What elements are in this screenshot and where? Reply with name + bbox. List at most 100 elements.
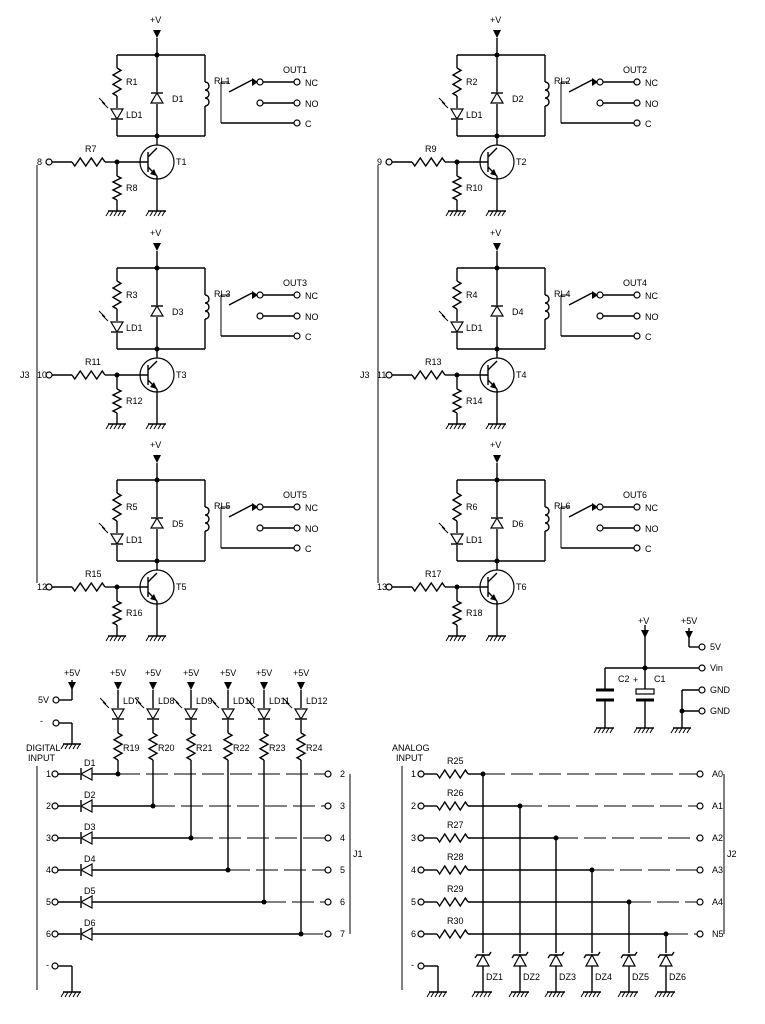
transistor-label: T6 [516,582,527,592]
wire [117,635,122,642]
ground-symbol [60,738,81,750]
wire [678,727,683,734]
zener-bar [511,951,529,959]
transistor-collector [147,147,158,158]
wire [457,635,462,642]
connector-pin [696,898,704,906]
contact-label-nc: NC [305,503,318,513]
ground-symbol [105,205,126,217]
connector-pin [324,770,332,778]
indicator-led [293,708,309,721]
analog-input-section: ANALOGINPUT1R25A02R26A13R27A24R28A35R29A… [392,743,737,998]
wire [487,991,492,998]
wire [485,423,490,430]
output-label: OUT4 [623,278,647,288]
wire [524,991,529,998]
connector-pin [596,78,604,86]
connector-pin [596,503,604,511]
digital-output-pin-label: 6 [340,897,345,907]
indicator-led [220,708,236,721]
supply-arrow [153,243,161,251]
relay-contact-arm [568,79,593,93]
zener-body [658,953,674,967]
input-pin-label: 10 [37,370,47,380]
indicator-led-label: LD8 [158,696,175,706]
connector-pin [633,332,641,340]
wire [516,991,521,998]
supply-label: +5V [293,668,309,678]
connector-pin [596,99,604,107]
connector-pin [51,834,59,842]
connector-pin [696,834,704,842]
diode-body [79,862,93,878]
led-resistor-label: R1 [126,77,138,87]
digital-5v-label: 5V [38,695,49,705]
ground-symbol [426,986,447,998]
wire [426,991,431,998]
wire [157,423,162,430]
connector-pin [52,696,60,704]
supply-arrow [114,682,122,690]
flyback-diode [489,91,505,104]
relay-coil [204,81,210,107]
supply-label: +5V [145,668,161,678]
base-resistor-label: R17 [425,569,442,579]
zener-bar [474,951,492,959]
wire [449,210,454,217]
digital-output-pin-label: 7 [340,929,345,939]
connector-pin [256,78,264,86]
digital-title: DIGITAL [26,743,60,753]
power-pin-gnd-1: GND [710,685,731,695]
base-resistor [71,369,106,381]
relay-coil [544,506,550,532]
emitter-arrow [490,594,497,601]
connector-pin [633,312,641,320]
transistor-label: T5 [176,582,187,592]
power-pin-5v: 5V [710,642,721,652]
output-label: OUT6 [623,490,647,500]
transistor-collector [487,360,498,371]
wire [475,991,480,998]
ground-symbol [508,986,529,998]
wire [633,727,638,734]
diode-body [149,516,165,529]
analog-input-pin-label: 3 [411,833,416,843]
diode-body [110,708,126,721]
emitter-arrow [150,169,157,176]
wire [76,743,81,750]
wire [637,727,642,734]
connector-pin [293,99,301,107]
supply-arrow [224,682,232,690]
led-label: LD1 [466,323,483,333]
diode-body [449,533,465,546]
zener-bar [657,951,675,959]
zener-label: DZ5 [632,972,649,982]
wire [60,991,65,998]
digital-input-section: DIGITALINPUT5V+5V-1D122D233D344D455D566D… [26,668,363,998]
diode-body [79,766,93,782]
ground-symbol [654,986,675,998]
indicator-led-label: LD12 [306,696,328,706]
wire [161,635,166,642]
connector-pin [51,930,59,938]
input-diode-label: D2 [84,790,96,800]
led-resistor [111,67,123,97]
wire [629,991,634,998]
supply-label: +V [490,228,501,238]
wire [145,423,150,430]
relay-label: RL1 [214,76,231,86]
led-resistor [111,280,123,310]
transistor-label: T1 [176,157,187,167]
input-diode [79,766,93,782]
flyback-diode [149,516,165,529]
status-led [109,108,125,121]
wire [105,210,110,217]
wire [442,991,447,998]
led-light-arrow [212,701,220,709]
wire [512,991,517,998]
connector-pin [596,312,604,320]
pull-resistor [111,388,123,414]
ground-symbol [485,630,506,642]
pull-resistor [451,388,463,414]
